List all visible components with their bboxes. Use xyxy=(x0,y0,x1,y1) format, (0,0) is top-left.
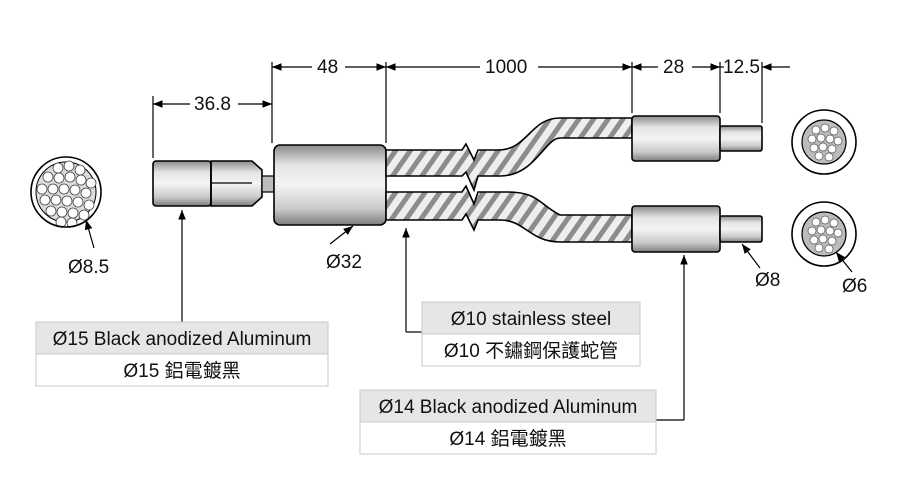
lower-tip-pin xyxy=(719,215,763,243)
dim-d6: Ø6 xyxy=(842,276,867,297)
dimension-lines: 36.8 48 1000 28 12.5 xyxy=(152,57,790,322)
lower-hose xyxy=(385,184,633,243)
right-end-views: Ø6 xyxy=(791,109,867,297)
left-fiber-pattern xyxy=(35,160,97,226)
upper-tip-pin xyxy=(719,125,763,152)
dim-d32: Ø32 xyxy=(326,252,362,273)
leader-d8 xyxy=(741,243,761,269)
left-end-view: Ø8.5 xyxy=(30,156,109,278)
leader-d8-5 xyxy=(84,219,95,249)
handle-assembly xyxy=(152,160,263,207)
upper-hose xyxy=(385,117,633,193)
callout-tip: Ø14 Black anodized Aluminum Ø14 鋁電鍍黑 xyxy=(359,389,657,455)
leader-d6 xyxy=(835,251,853,273)
upper-tip xyxy=(631,115,763,162)
dim-28: 28 xyxy=(663,57,684,78)
upper-tip-body xyxy=(631,115,721,162)
lower-tip-body xyxy=(631,205,721,253)
center-sleeve: Ø32 xyxy=(261,144,387,273)
callout-hose-zh: Ø10 不鏽鋼保護蛇管 xyxy=(444,340,618,362)
lower-tip: Ø8 xyxy=(631,205,780,421)
handle-tip xyxy=(152,160,212,207)
callout-hose: Ø10 stainless steel Ø10 不鏽鋼保護蛇管 xyxy=(421,301,641,367)
sleeve-body xyxy=(273,144,387,226)
dim-12-5: 12.5 xyxy=(723,57,760,78)
hoses xyxy=(385,117,633,333)
callout-handle-zh: Ø15 鋁電鍍黑 xyxy=(123,360,240,382)
callout-handle: Ø15 Black anodized Aluminum Ø15 鋁電鍍黑 xyxy=(35,321,329,387)
dim-36-8: 36.8 xyxy=(194,94,231,115)
dim-1000: 1000 xyxy=(485,57,527,78)
callout-tip-zh: Ø14 鋁電鍍黑 xyxy=(449,428,566,450)
callout-handle-en: Ø15 Black anodized Aluminum xyxy=(53,329,312,350)
dim-d8: Ø8 xyxy=(755,270,780,291)
dim-d8-5: Ø8.5 xyxy=(68,257,109,278)
callout-hose-en: Ø10 stainless steel xyxy=(451,309,612,330)
leader-d32 xyxy=(329,225,354,245)
callout-tip-en: Ø14 Black anodized Aluminum xyxy=(379,397,638,418)
dim-48: 48 xyxy=(317,57,338,78)
